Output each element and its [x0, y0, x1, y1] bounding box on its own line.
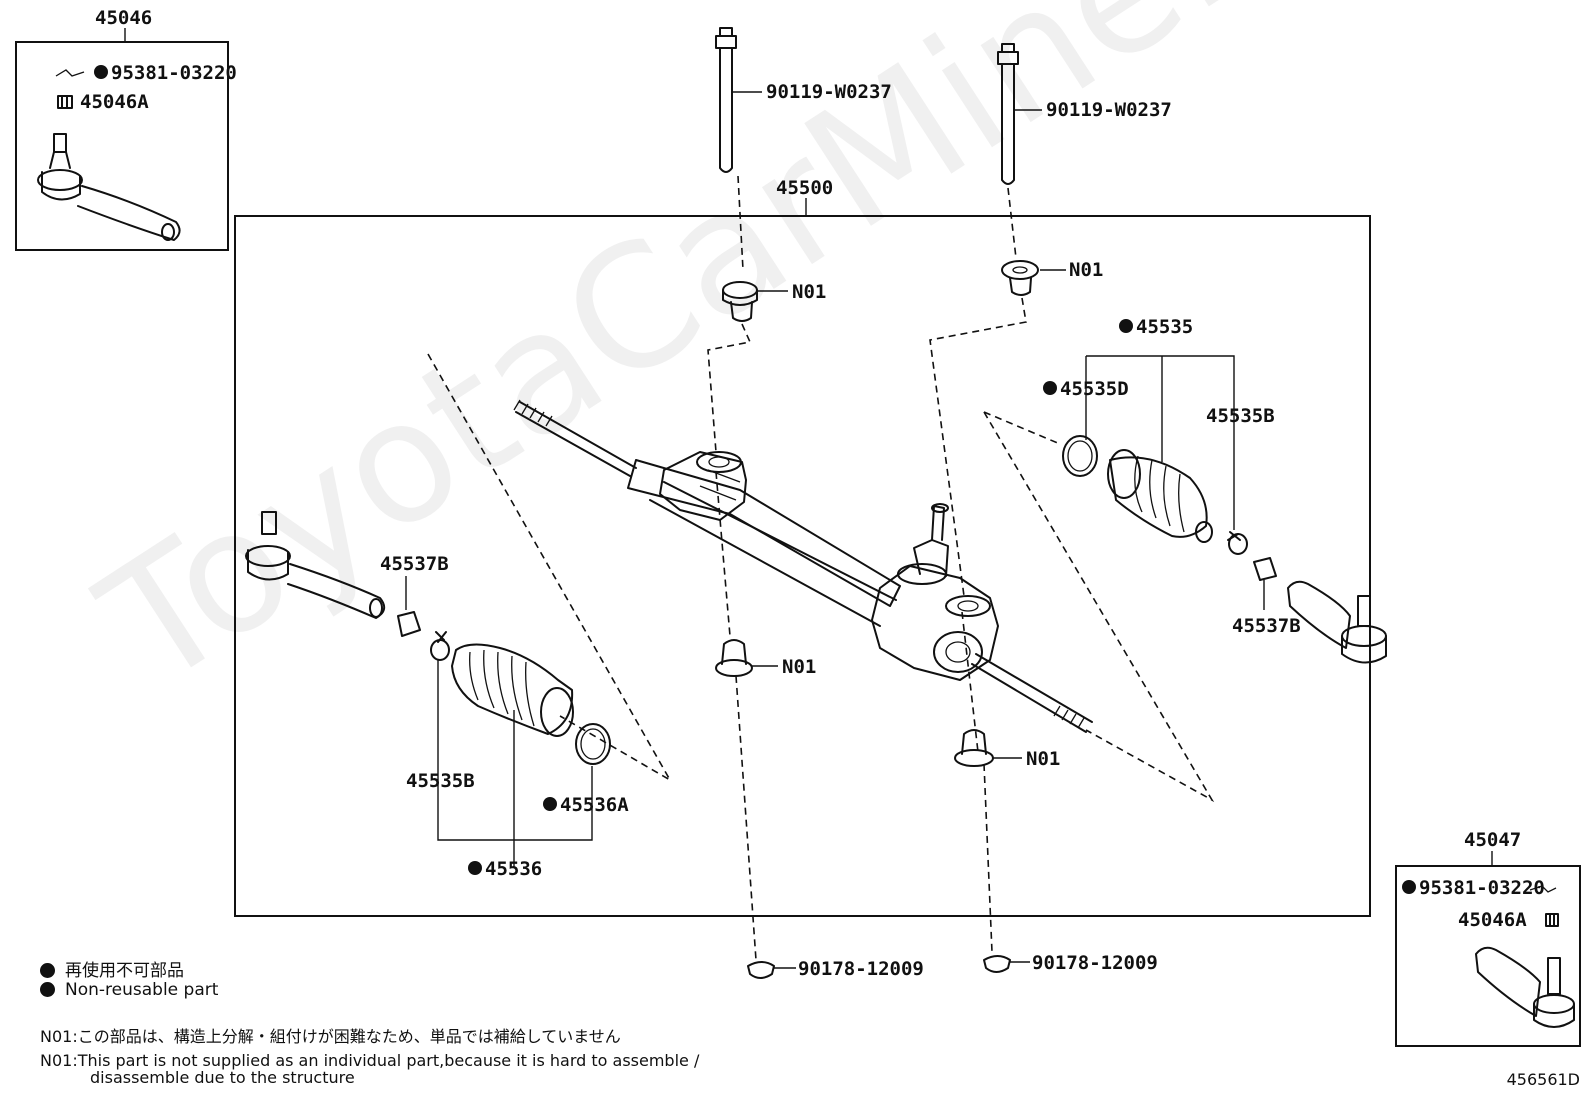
- bolt-head-icon: [715, 27, 737, 49]
- bullet-icon: [40, 963, 55, 978]
- clip-right-group[interactable]: 45535B: [1206, 405, 1275, 427]
- note-jp: N01:この部品は、構造上分解・組付けが困難なため、単品では補給していません: [40, 1028, 621, 1045]
- grommet-mid-left-group[interactable]: N01: [715, 639, 816, 678]
- note-en-line2: disassemble due to the structure: [90, 1068, 355, 1087]
- clamp-left-label[interactable]: 45536A: [560, 794, 629, 816]
- tie-rod-end-right-box: [1395, 865, 1581, 1047]
- bush-right-group[interactable]: 45537B: [1232, 557, 1301, 637]
- bush-left-label[interactable]: 45537B: [380, 553, 449, 575]
- note-en: N01:This part is not supplied as an indi…: [40, 1052, 699, 1086]
- bolt-head-icon: [997, 43, 1019, 65]
- grommet-top-right-group[interactable]: N01: [1001, 259, 1103, 296]
- castle-nut-icon: [1545, 913, 1559, 927]
- grommet-top-right-label[interactable]: N01: [1069, 259, 1103, 281]
- cotter-pin-icon: [55, 69, 85, 77]
- tie-rod-end-left-label[interactable]: 45046: [95, 7, 152, 29]
- note-jp-prefix: N01:: [40, 1027, 78, 1046]
- tie-rod-end-inner-left-icon: [245, 511, 386, 619]
- tie-rod-end-right-group[interactable]: 45047 95381-03220 45046A: [1395, 829, 1581, 1047]
- nut-bottom-right-label[interactable]: 90178-12009: [1032, 952, 1158, 974]
- castle-nut-icon: [57, 95, 73, 109]
- tie-rod-end-left-box: [15, 41, 229, 251]
- bolt-2-label[interactable]: 90119-W0237: [1046, 99, 1172, 121]
- boot-right-icon: [1107, 449, 1213, 543]
- clamp-right-label[interactable]: 45535D: [1060, 378, 1129, 400]
- grommet-top-left-group[interactable]: N01: [722, 281, 826, 322]
- bullet-icon: [40, 982, 55, 997]
- tie-rod-end-left-icon: [37, 133, 181, 241]
- non-reusable-marker: [543, 797, 557, 811]
- note-en-line1: This part is not supplied as an individu…: [77, 1051, 700, 1070]
- nut-left-label[interactable]: 45046A: [80, 91, 149, 113]
- boot-kit-right-group[interactable]: 45535: [1119, 316, 1193, 338]
- bush-right-label[interactable]: 45537B: [1232, 615, 1301, 637]
- non-reusable-marker: [1402, 880, 1416, 894]
- non-reusable-marker: [1119, 319, 1133, 333]
- bolt-shank-icon: [1001, 63, 1015, 185]
- bolt-1-label[interactable]: 90119-W0237: [766, 81, 892, 103]
- legend-jp-text: 再使用不可部品: [65, 961, 184, 981]
- clamp-right-icon: [1062, 435, 1098, 477]
- diagram-id: 456561D: [1506, 1070, 1580, 1089]
- clip-right-icon: [1227, 531, 1248, 555]
- note-jp-text: この部品は、構造上分解・組付けが困難なため、単品では補給していません: [77, 1027, 621, 1046]
- grommet-mid-right-label[interactable]: N01: [1026, 748, 1060, 770]
- legend-jp: 再使用不可部品: [40, 956, 184, 981]
- non-reusable-marker: [468, 861, 482, 875]
- tie-rod-end-left-group[interactable]: 45046 95381-03220 45046A: [15, 7, 237, 251]
- rack-assembly-label[interactable]: 45500: [776, 177, 833, 199]
- bolt-shank-icon: [719, 47, 733, 173]
- nut-bottom-left-group[interactable]: 90178-12009: [747, 958, 924, 980]
- bolt-1-group[interactable]: 90119-W0237: [715, 27, 892, 173]
- non-reusable-marker: [1043, 381, 1057, 395]
- note-en-prefix: N01:: [40, 1051, 78, 1070]
- clamp-left-group[interactable]: 45536A: [543, 794, 629, 816]
- bush-left-group[interactable]: 45537B: [380, 553, 449, 637]
- rack-assembly-box: [234, 215, 1371, 917]
- grommet-mid-right-group[interactable]: N01: [954, 729, 1060, 770]
- clip-right-label[interactable]: 45535B: [1206, 405, 1275, 427]
- nut-bottom-left-label[interactable]: 90178-12009: [798, 958, 924, 980]
- boot-kit-left-label[interactable]: 45536: [485, 858, 542, 880]
- grommet-top-left-label[interactable]: N01: [792, 281, 826, 303]
- cotter-pin-right-label[interactable]: 95381-03220: [1419, 877, 1545, 899]
- grommet-mid-left-label[interactable]: N01: [782, 656, 816, 678]
- nut-right-label[interactable]: 45046A: [1458, 909, 1527, 931]
- non-reusable-marker: [94, 65, 108, 79]
- clip-left-icon: [430, 631, 450, 661]
- clip-left-label[interactable]: 45535B: [406, 770, 475, 792]
- bolt-2-group[interactable]: 90119-W0237: [997, 43, 1172, 185]
- cotter-pin-left-label[interactable]: 95381-03220: [111, 62, 237, 84]
- boot-kit-left-group[interactable]: 45536: [468, 858, 542, 880]
- boot-left-icon: [451, 643, 574, 737]
- tie-rod-end-inner-right-icon: [1287, 580, 1387, 664]
- clamp-right-group[interactable]: 45535D: [1043, 378, 1129, 400]
- legend-en-text: Non-reusable part: [65, 980, 219, 1000]
- cotter-pin-icon: [1529, 885, 1557, 893]
- nut-bottom-right-group[interactable]: 90178-12009: [983, 952, 1158, 974]
- clip-left-group[interactable]: 45535B: [406, 770, 475, 792]
- boot-kit-right-label[interactable]: 45535: [1136, 316, 1193, 338]
- legend-en: Non-reusable part: [40, 980, 218, 1000]
- clamp-left-icon: [575, 723, 611, 765]
- tie-rod-end-right-icon: [1475, 946, 1575, 1028]
- steering-rack-icon: [513, 399, 1093, 733]
- tie-rod-end-right-label[interactable]: 45047: [1464, 829, 1521, 851]
